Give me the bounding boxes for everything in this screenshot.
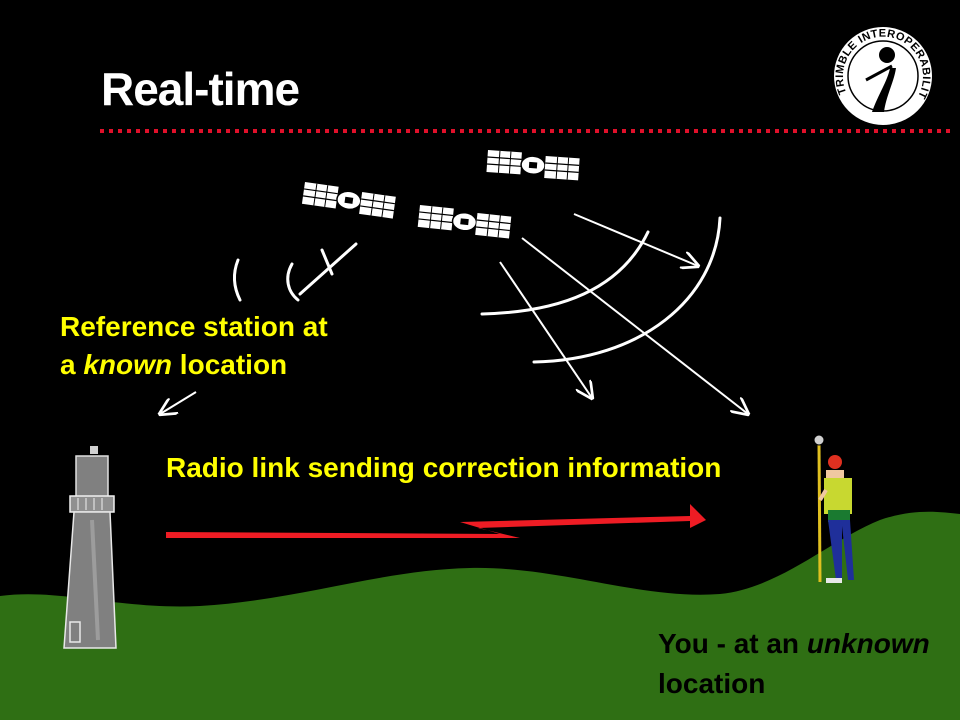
rover-label-prefix: You - at an <box>658 628 807 659</box>
reference-station-label: Reference station at a known location <box>60 308 328 384</box>
satellite-icon <box>485 149 581 182</box>
satellite-icon <box>300 181 397 220</box>
information-i-icon <box>865 47 896 112</box>
rover-label: You - at an unknown location <box>658 624 960 704</box>
satellite-icon <box>416 204 513 240</box>
ground-terrain <box>0 511 960 720</box>
rover-label-line1: You - at an unknown <box>658 624 960 664</box>
signal-waves-rover <box>480 216 722 364</box>
reference-label-emphasis: known <box>83 349 173 380</box>
radio-link-label: Radio link sending correction informatio… <box>166 452 722 483</box>
reference-label-line1: Reference station at <box>60 311 328 342</box>
signal-waves-reference <box>232 242 358 302</box>
page-title: Real-time <box>101 63 300 115</box>
reference-label-suffix: location <box>172 349 288 380</box>
rover-label-line2: location <box>658 668 766 699</box>
rover-label-emphasis: unknown <box>806 628 930 659</box>
reference-label-line2: a known location <box>60 346 328 384</box>
radio-link-bolt-icon <box>166 504 706 538</box>
lighthouse-reference-station-icon <box>63 446 117 649</box>
signal-arrow-icon <box>160 213 748 414</box>
surveyor-rover-icon <box>813 434 854 583</box>
reference-label-prefix: a <box>60 349 84 380</box>
